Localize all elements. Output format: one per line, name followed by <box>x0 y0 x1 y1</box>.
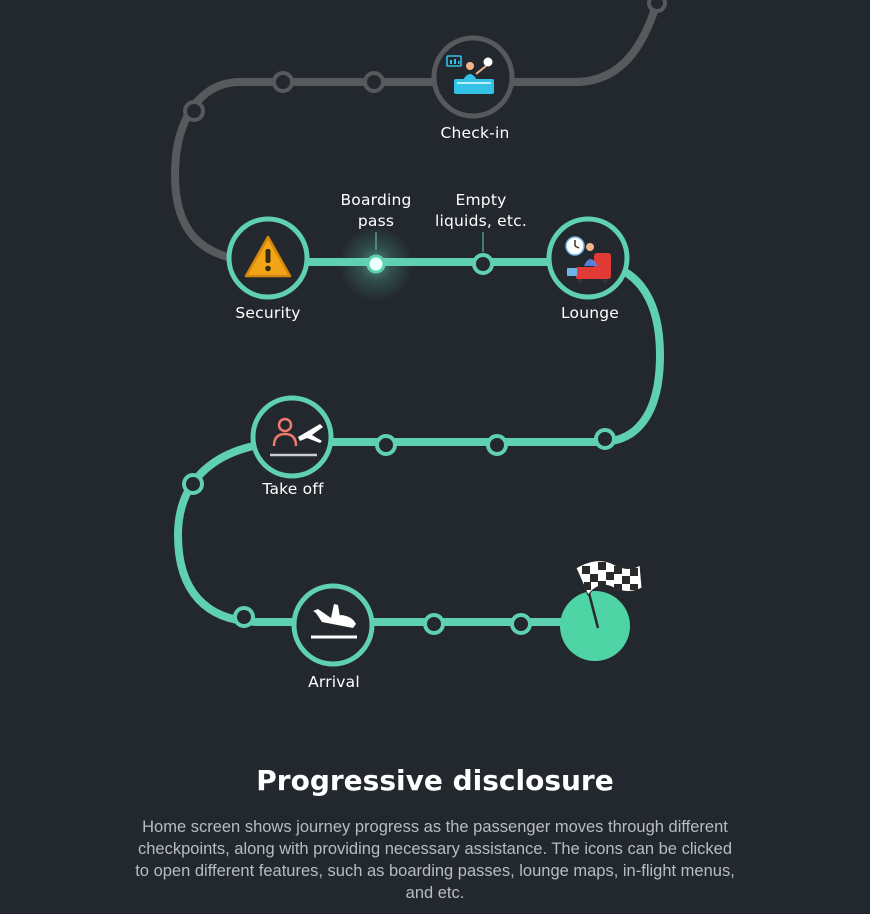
takeoff-icon <box>270 417 323 457</box>
checkpoint-takeoff[interactable] <box>250 395 334 479</box>
waypoint-dot <box>594 428 616 450</box>
substep-label-empty-liquids: Empty liquids, etc. <box>434 191 527 230</box>
section-title: Progressive disclosure <box>256 764 614 797</box>
checkpoint-label-security: Security <box>235 304 301 322</box>
waypoint-empty-liquids <box>472 253 494 275</box>
checkpoint-label-takeoff: Take off <box>262 480 324 498</box>
waypoint-dot <box>233 606 255 628</box>
checkpoint-lounge[interactable] <box>546 216 630 300</box>
substep-label-boarding-pass: Boarding pass <box>340 191 412 230</box>
pending-waypoints <box>183 0 667 122</box>
landing-plane-icon <box>311 604 357 639</box>
waypoint-dot <box>375 434 397 456</box>
checkpoint-security[interactable] <box>226 216 310 300</box>
checkpoint-checkin[interactable] <box>431 35 515 119</box>
waypoint-dot <box>183 100 205 122</box>
checkered-flag-icon <box>575 560 643 629</box>
section-description: Home screen shows journey progress as th… <box>135 818 735 902</box>
waypoint-dot <box>423 613 445 635</box>
check-in-desk-icon <box>446 55 494 94</box>
checkpoint-label-arrival: Arrival <box>308 673 360 691</box>
checkpoint-arrival[interactable] <box>291 583 375 667</box>
warning-icon <box>244 235 292 278</box>
checkpoint-label-lounge: Lounge <box>560 304 620 322</box>
waypoint-dot <box>363 71 385 93</box>
current-position-dot[interactable] <box>366 254 386 274</box>
waypoint-dot <box>182 473 204 495</box>
waypoint-dot <box>486 434 508 456</box>
lounge-chair-icon <box>565 236 611 283</box>
finish-marker[interactable] <box>560 560 643 661</box>
waypoint-dot <box>272 71 294 93</box>
waypoint-dot <box>510 613 532 635</box>
completed-waypoints <box>182 253 616 635</box>
checkpoint-label-checkin: Check-in <box>440 124 510 142</box>
waypoint-dot <box>647 0 667 13</box>
